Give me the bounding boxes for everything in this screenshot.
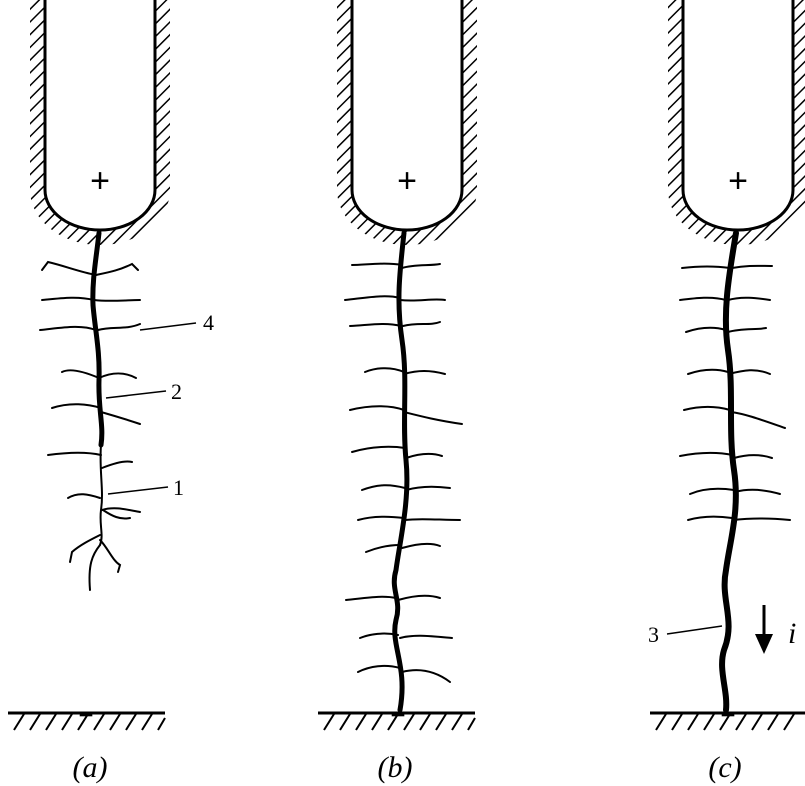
panel-caption-a: (a) [73,751,108,784]
panel-c: + 3 i [648,0,805,784]
current-label: i [788,617,796,650]
callout-leaders-a [106,323,196,494]
callout-label-a-1: 1 [173,475,184,500]
arc-channel-c [680,233,790,710]
anode-electrode-b [337,0,477,245]
anode-electrode-a [30,0,170,245]
panel-caption-c: (c) [708,751,741,784]
callout-label-a-2: 2 [171,379,182,404]
cathode-sign-c: − [720,700,735,730]
callout-label-c-3: 3 [648,622,659,647]
anode-sign-b: + [397,162,417,200]
callout-leader-c [667,626,722,634]
streamer-channel-b [345,233,462,710]
current-arrow [755,605,773,654]
anode-electrode-c [668,0,805,245]
panel-a: + 4 2 [8,0,214,784]
cathode-sign-a: − [78,700,93,730]
anode-sign-c: + [728,162,748,200]
streamer-channel-a [40,233,140,590]
cathode-sign-b: − [390,700,405,730]
panel-caption-b: (b) [378,751,413,784]
panel-b: + [318,0,477,784]
callout-label-a-4: 4 [203,310,214,335]
anode-sign-a: + [90,162,110,200]
